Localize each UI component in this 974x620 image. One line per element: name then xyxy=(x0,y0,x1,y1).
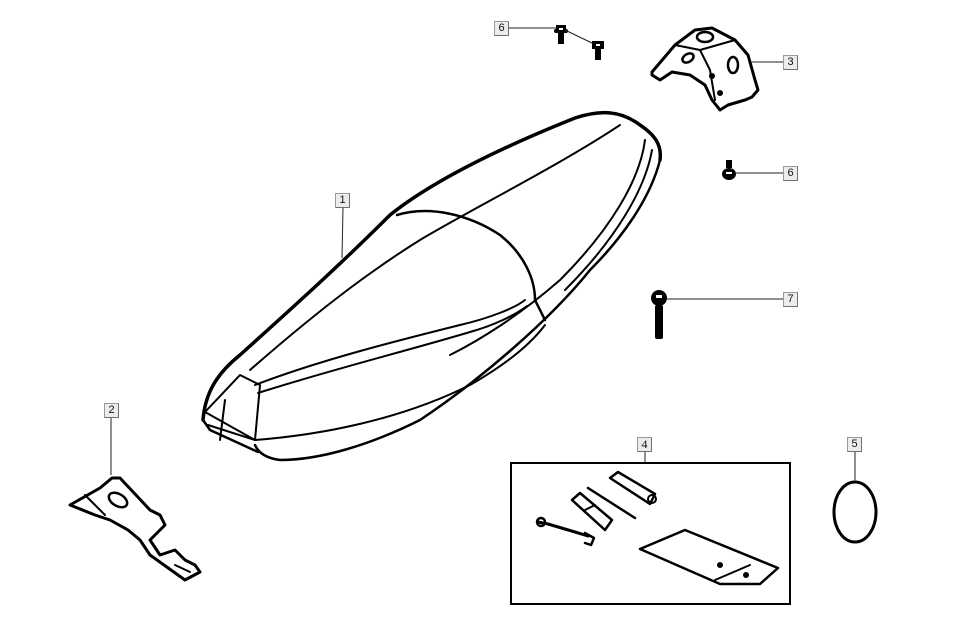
callout-5[interactable]: 5 xyxy=(847,437,862,452)
callout-6-top[interactable]: 6 xyxy=(494,21,509,36)
latch-bracket-part[interactable] xyxy=(68,476,202,582)
callout-4[interactable]: 4 xyxy=(637,437,652,452)
bolt-part-6b[interactable] xyxy=(592,41,604,60)
callout-7[interactable]: 7 xyxy=(783,292,798,307)
bolt-part-6c[interactable] xyxy=(722,160,736,180)
callout-3[interactable]: 3 xyxy=(783,55,798,70)
hinge-bracket-part[interactable] xyxy=(650,26,760,112)
bolt-part-6a[interactable] xyxy=(554,25,568,44)
long-bolt-part[interactable] xyxy=(651,290,667,339)
o-ring-part[interactable] xyxy=(832,480,878,544)
leader-lines xyxy=(110,27,856,482)
seat-part[interactable] xyxy=(201,110,663,462)
tool-kit-part[interactable] xyxy=(510,462,791,605)
callout-1[interactable]: 1 xyxy=(335,193,350,208)
callout-2[interactable]: 2 xyxy=(104,403,119,418)
callout-6-right[interactable]: 6 xyxy=(783,166,798,181)
